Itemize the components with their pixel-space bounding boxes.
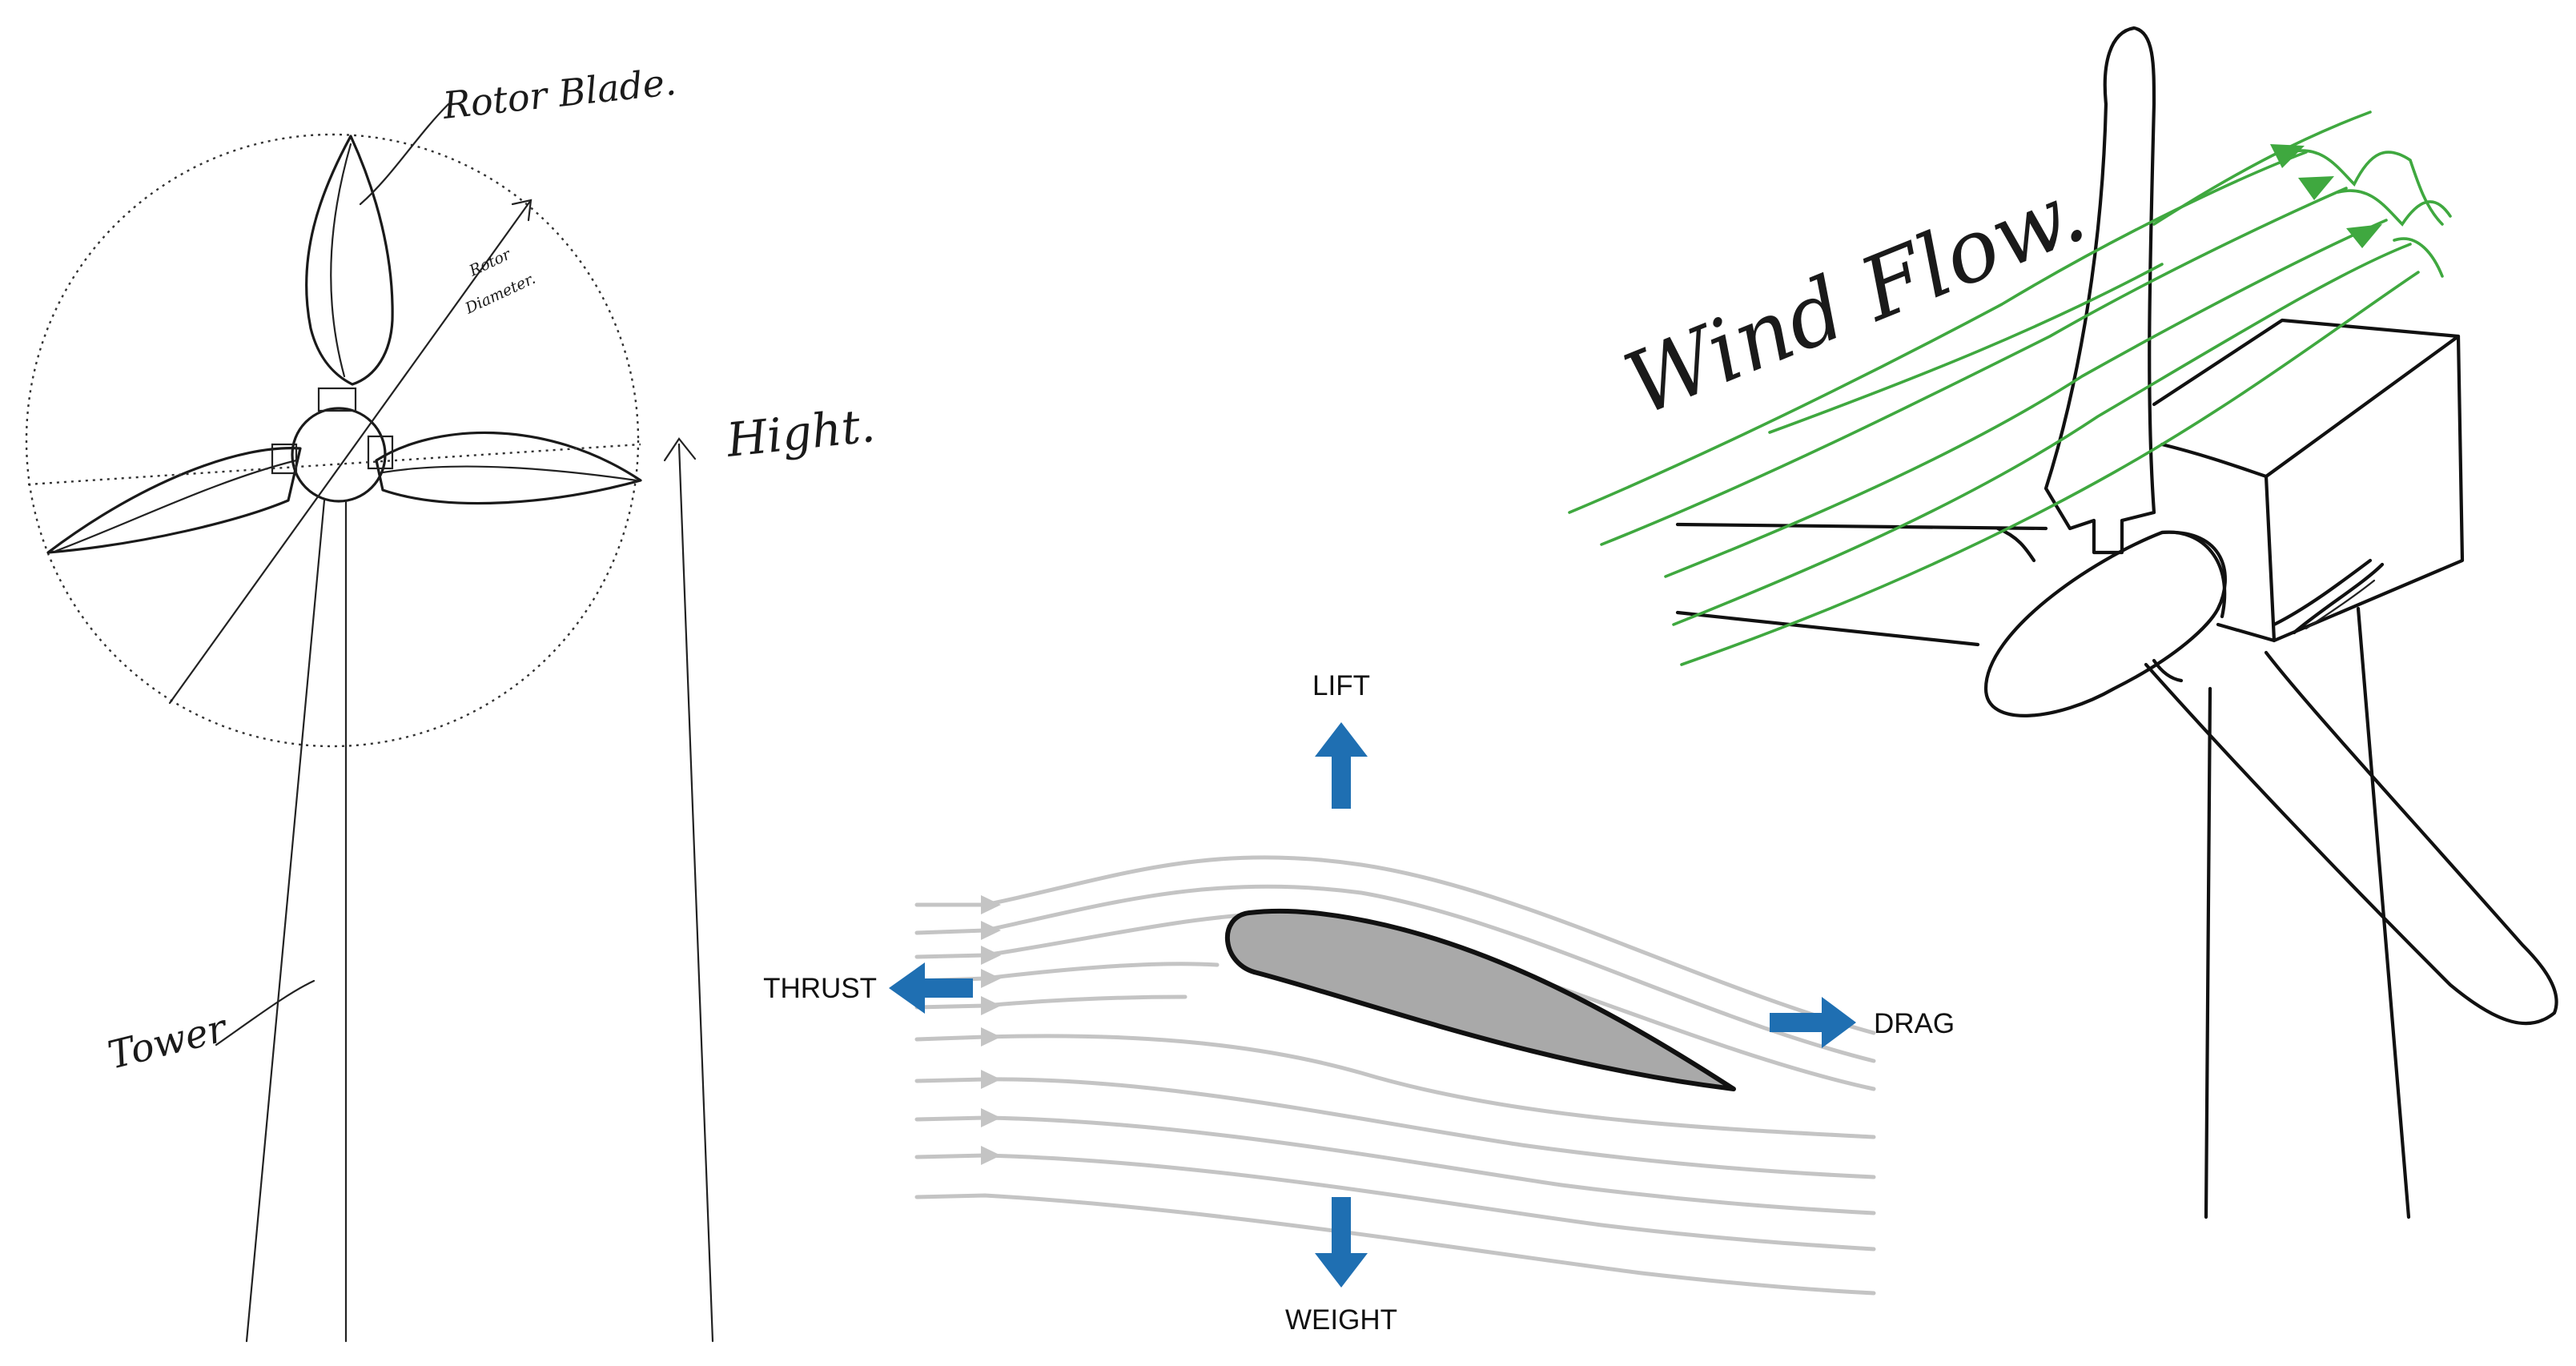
rotor-diameter-line [168,199,532,705]
left-blade-edge [1675,610,1980,647]
thrust-arrow [889,962,973,1014]
label-drag: DRAG [1874,1008,1955,1039]
lift-arrow [1315,722,1368,809]
label-thrust: THRUST [763,973,877,1004]
streamline [914,962,1220,983]
wind-line [1768,263,2164,434]
nacelle-box [2152,318,2465,643]
streamline [914,1034,1876,1139]
height-arrow-shaft [677,443,714,1343]
airfoil-diagram: LIFT WEIGHT THRUST DRAG [763,670,1955,1336]
left-blade-edge [1675,522,2048,531]
streamline [914,855,1876,1035]
tower-left-edge [245,499,326,1343]
nacelle-tower-right [2356,606,2411,1219]
streamline [914,1153,1876,1251]
airfoil-shape [1224,908,1736,1091]
label-lift: LIFT [1312,670,1370,701]
wind-line [1672,243,2412,626]
streamline [914,884,1876,1063]
label-rotor-blade: Rotor Blade. [440,60,678,127]
label-wind-flow: Wind Flow. [1612,162,2099,436]
label-weight: WEIGHT [1285,1304,1397,1336]
upper-blade [2044,26,2156,555]
rotor-swept-circle [25,133,640,748]
label-rotor-diameter-1: Rotor [466,245,515,280]
wind-flow-lines [1568,110,2452,666]
streamline [914,1115,1876,1215]
label-tower: Tower [103,1005,233,1078]
wind-line [1568,151,2308,514]
label-height: Hight. [723,398,877,468]
wind-line [1600,187,2348,546]
weight-arrow [1315,1197,1368,1288]
rotor-blade-left [46,447,302,554]
nacelle-tower-left [2204,686,2212,1219]
lower-blade [2144,650,2558,1026]
streamline [914,1193,1876,1296]
drag-arrow [1770,997,1856,1048]
turbine-nacelle-drawing [1675,26,2558,1219]
rotor-blade-right [375,431,642,505]
streamline [914,994,1188,1010]
turbine-sketch: Rotor Blade. Rotor Diameter. Hight. Towe… [25,60,878,1343]
wind-line [1680,271,2420,666]
wind-line [1664,219,2388,578]
rotor-hub [291,407,387,503]
streamline-arrowheads [981,895,1001,1165]
streamline [914,1077,1876,1179]
rotor-spinner [1983,530,2227,717]
rotor-blade-top [305,135,394,386]
wind-line [2152,110,2372,226]
